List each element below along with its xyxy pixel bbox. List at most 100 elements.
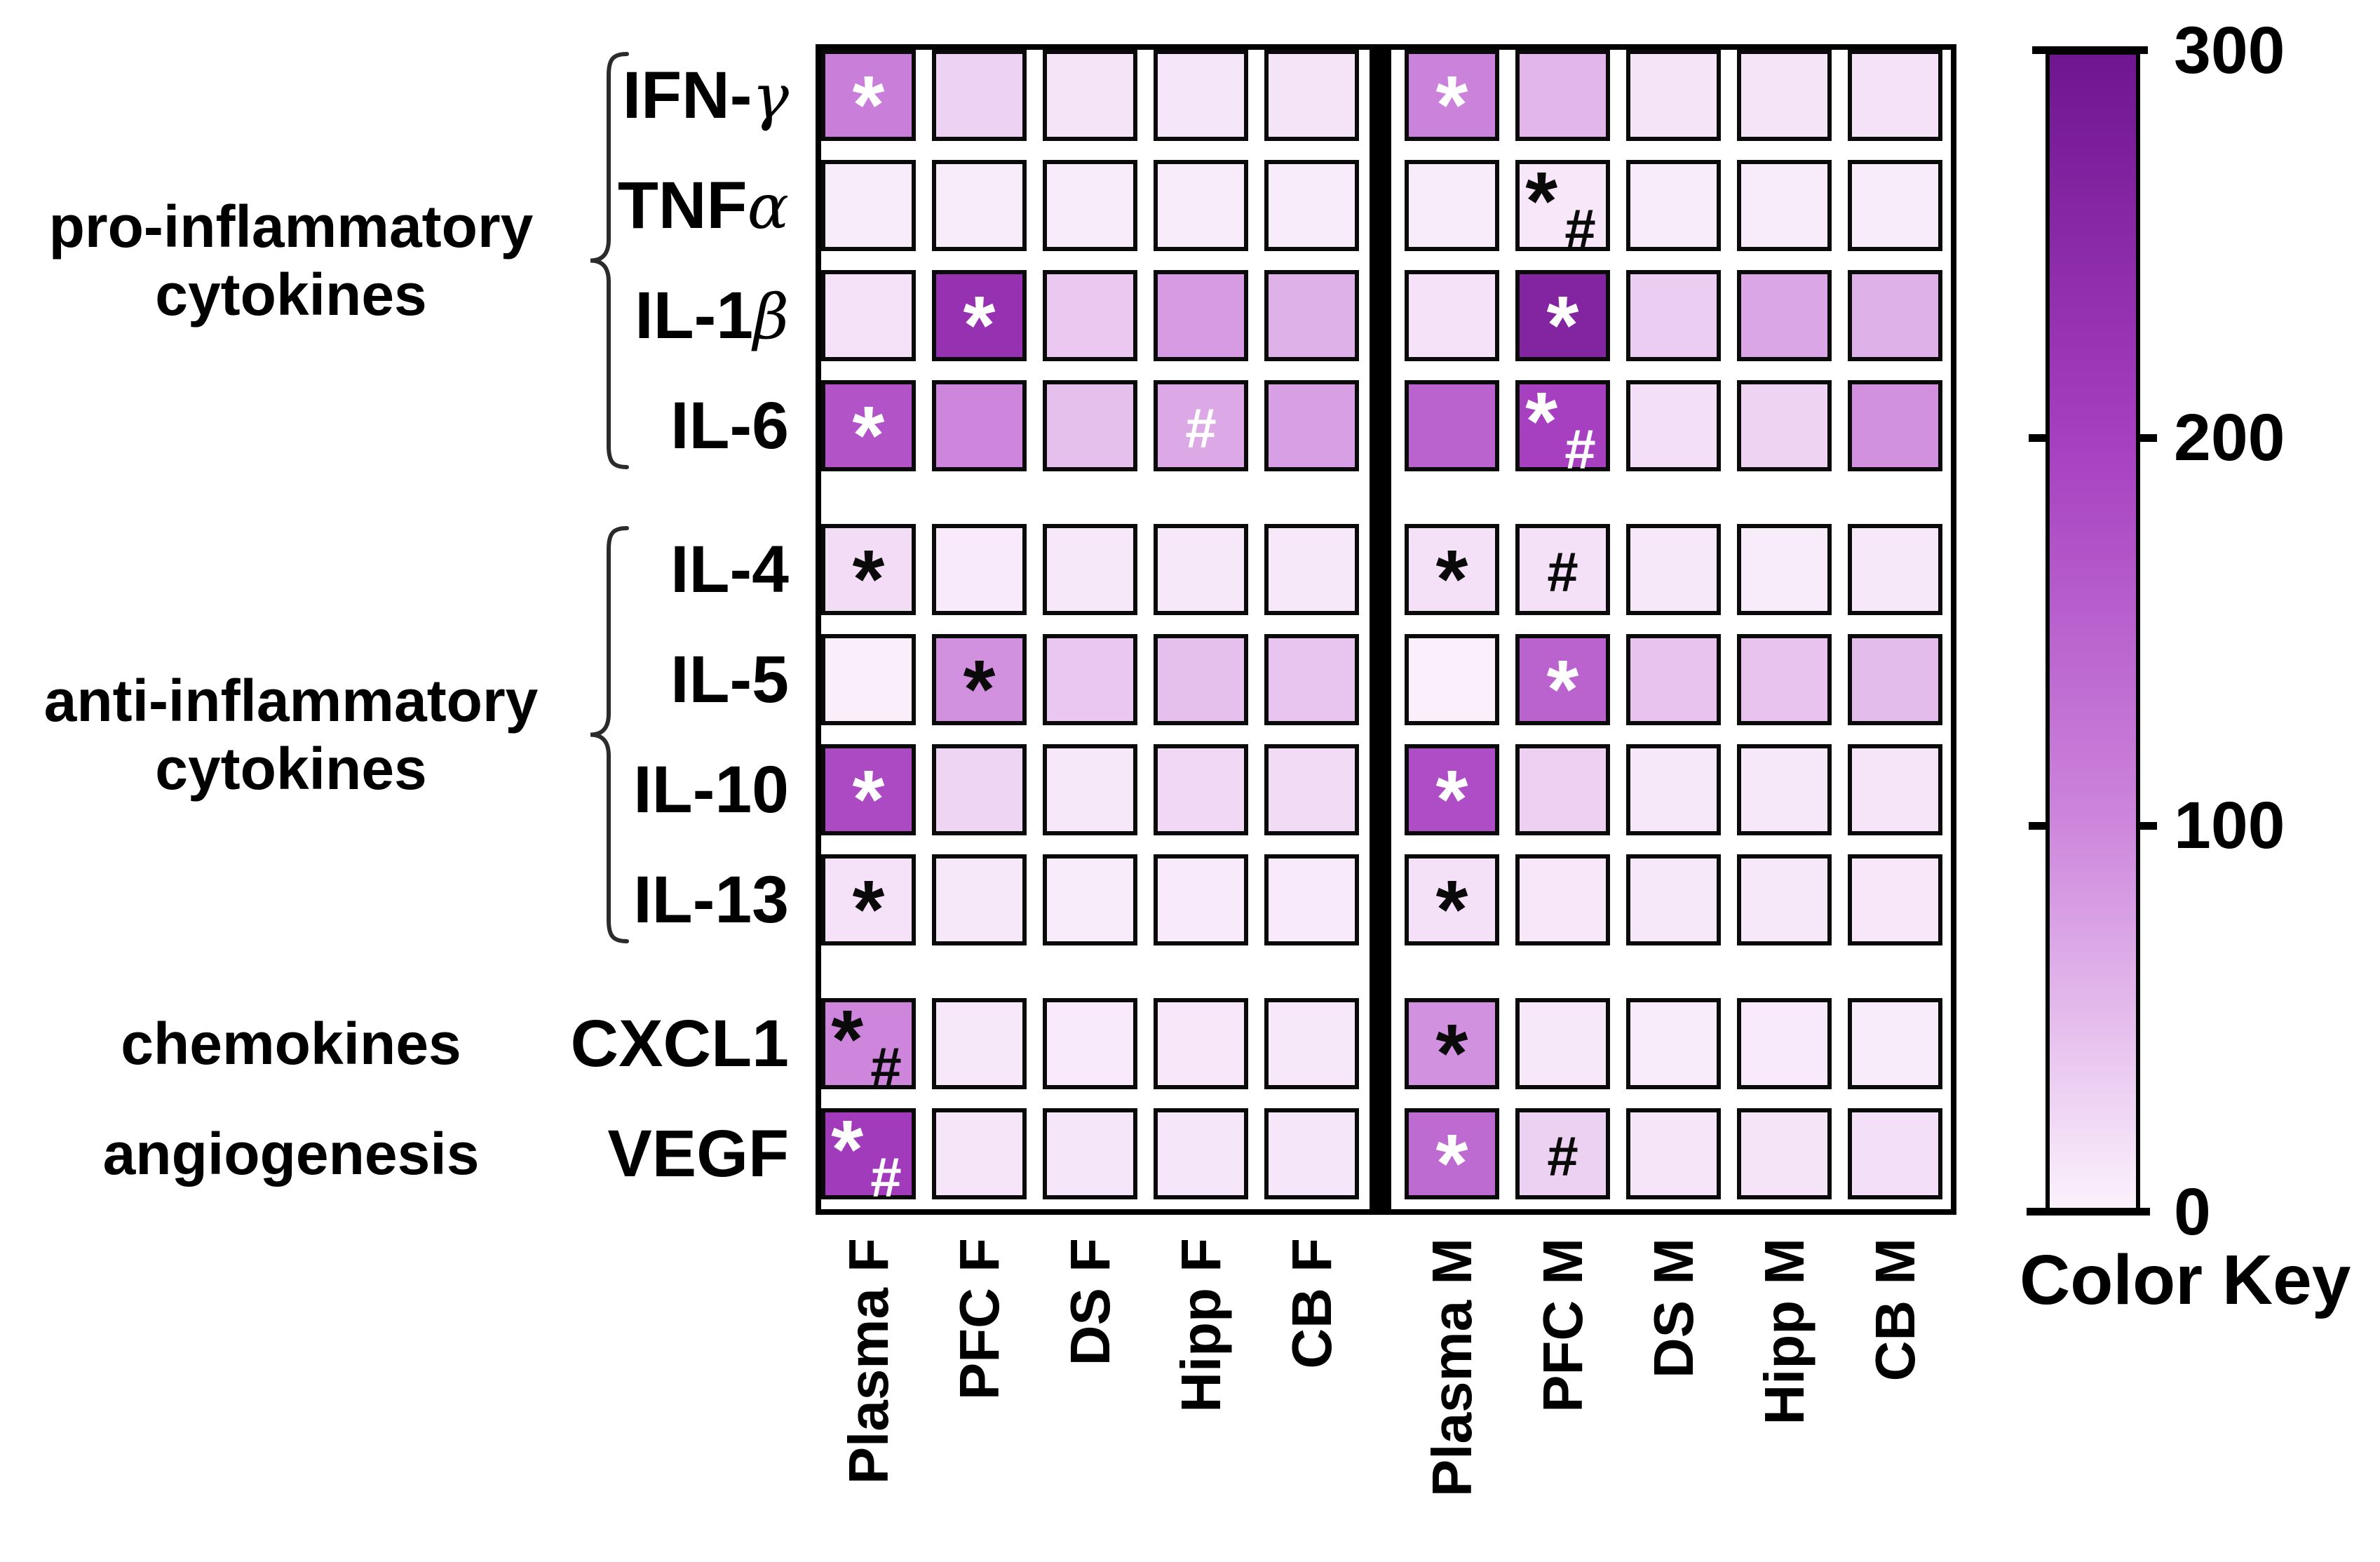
cell-annotation: * <box>1435 1007 1468 1100</box>
row-label: TNFα <box>618 167 789 245</box>
heatmap-cell <box>1737 524 1832 615</box>
heatmap-cell <box>1626 160 1721 251</box>
heatmap-cell: * <box>932 634 1027 736</box>
heatmap-cell <box>1264 1108 1359 1199</box>
heatmap-cell <box>1264 744 1359 835</box>
row-label-greek: α <box>747 170 789 243</box>
heatmap-cell <box>1848 1108 1942 1199</box>
row-label: IL-4 <box>670 531 789 608</box>
heatmap-cell: * <box>821 744 916 846</box>
heatmap-cell: * <box>1405 744 1499 841</box>
column-label: CB M <box>1863 1238 1926 1382</box>
row-label-text: IL-13 <box>633 863 789 937</box>
heatmap-cell: *# <box>1515 155 1610 260</box>
heatmap-cell <box>1154 744 1248 835</box>
row-label-text: IL-10 <box>633 753 789 827</box>
cell-annotation: * <box>1435 1117 1468 1210</box>
group-label: pro-inflammatory cytokines <box>48 193 534 328</box>
cell-annotation: * <box>1546 643 1579 736</box>
heatmap-cell <box>1737 634 1832 725</box>
heatmap-cell <box>1043 50 1137 141</box>
colorbar-tick-label: 100 <box>2174 788 2285 863</box>
heatmap-cell: # <box>1154 380 1248 471</box>
row-label: IL-10 <box>633 751 789 828</box>
row-label-greek: γ <box>752 60 789 133</box>
heatmap-cell: * <box>821 380 916 482</box>
row-label: IFN-γ <box>623 57 789 135</box>
heatmap-cell: * <box>1405 998 1499 1100</box>
heatmap-cell: * <box>1405 524 1499 621</box>
heatmap-cell <box>1043 270 1137 361</box>
colorbar-tick-mark <box>2138 822 2157 830</box>
row-label: IL-1β <box>635 277 789 356</box>
heatmap-cell <box>1848 998 1942 1089</box>
heatmap-cell <box>1626 634 1721 725</box>
heatmap-cell <box>821 634 916 725</box>
heatmap-cell <box>1848 160 1942 251</box>
cell-annotation: * <box>1435 59 1468 152</box>
heatmap-cell: * <box>1405 1108 1499 1210</box>
row-label-text: TNF <box>617 168 748 243</box>
cell-annotation: * <box>963 643 996 736</box>
cell-annotation: *# <box>831 1103 902 1208</box>
cell-annotation: * <box>852 863 885 956</box>
heatmap-cell <box>1154 1108 1248 1199</box>
heatmap-cell <box>1848 524 1942 615</box>
heatmap-cell <box>1737 50 1832 141</box>
cell-annotation: *# <box>1525 155 1596 260</box>
heatmap-cell <box>932 744 1027 835</box>
heatmap-cell <box>1043 744 1137 835</box>
heatmap-cell <box>1626 1108 1721 1199</box>
heatmap-cell <box>1737 160 1832 251</box>
heatmap-cell <box>1043 524 1137 615</box>
heatmap-cell <box>1154 854 1248 945</box>
column-label: Hipp F <box>1169 1238 1232 1413</box>
heatmap-cell <box>821 160 916 251</box>
heatmap-cell <box>1626 524 1721 615</box>
heatmap-cell <box>1848 50 1942 141</box>
heatmap-cell <box>1405 380 1499 471</box>
row-label-text: IL-6 <box>670 389 789 463</box>
heatmap-cell <box>1043 160 1137 251</box>
heatmap-cell <box>932 160 1027 251</box>
heatmap-cell: * <box>821 854 916 956</box>
heatmap-cell <box>1515 998 1610 1089</box>
heatmap-cell <box>1154 634 1248 725</box>
heatmap-cell <box>932 998 1027 1089</box>
heatmap-cell: * <box>932 270 1027 367</box>
column-label: DS M <box>1642 1238 1705 1378</box>
colorbar-tick-label: 300 <box>2174 13 2285 88</box>
heatmap-cell <box>932 524 1027 615</box>
cell-annotation: # <box>1547 1125 1578 1187</box>
heatmap-cell <box>1737 854 1832 945</box>
heatmap-cell <box>1515 50 1610 141</box>
heatmap-cell <box>1043 998 1137 1089</box>
row-label-text: IL-5 <box>670 642 789 717</box>
heatmap-cell: # <box>1515 1108 1610 1199</box>
cell-annotation: *# <box>1525 375 1596 480</box>
colorbar-top-cap <box>2032 46 2148 54</box>
cell-annotation: * <box>852 389 885 482</box>
heatmap-cell: *# <box>821 1103 916 1208</box>
heatmap-cell <box>1848 380 1942 471</box>
cell-annotation: * <box>852 753 885 846</box>
column-label: Plasma F <box>837 1238 900 1485</box>
group-label: angiogenesis <box>102 1120 480 1187</box>
heatmap-cell <box>1043 634 1137 725</box>
heatmap-cell: * <box>1405 854 1499 951</box>
group-label: anti-inflammatory cytokines <box>43 667 539 802</box>
cell-annotation: * <box>852 533 885 626</box>
heatmap-cell <box>1626 744 1721 835</box>
heatmap-cell <box>1626 50 1721 141</box>
heatmap-cell: *# <box>821 998 916 1096</box>
colorbar-tick-label: 0 <box>2174 1175 2211 1249</box>
heatmap-cell <box>1626 270 1721 361</box>
heatmap-cell <box>1737 270 1832 361</box>
heatmap-cell: * <box>1405 50 1499 152</box>
heatmap-cell <box>932 380 1027 471</box>
heatmap-cell <box>1848 270 1942 361</box>
column-label: PFC M <box>1531 1238 1594 1413</box>
heatmap-cell <box>1264 524 1359 615</box>
heatmap-cell <box>1515 854 1610 945</box>
heatmap-cell <box>1043 380 1137 471</box>
